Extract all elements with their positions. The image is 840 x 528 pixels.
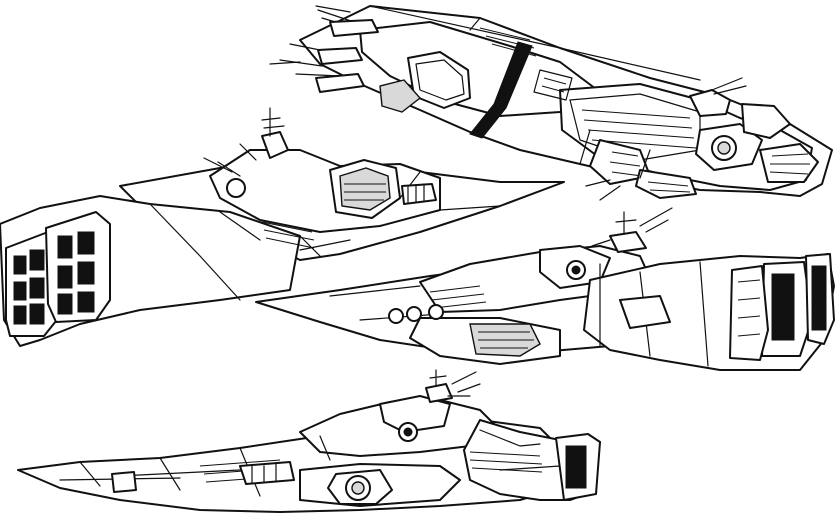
starship-right: [255, 207, 835, 371]
starship-bottom: [17, 369, 601, 513]
starship-top: [269, 5, 833, 201]
starship-left: [0, 107, 565, 347]
